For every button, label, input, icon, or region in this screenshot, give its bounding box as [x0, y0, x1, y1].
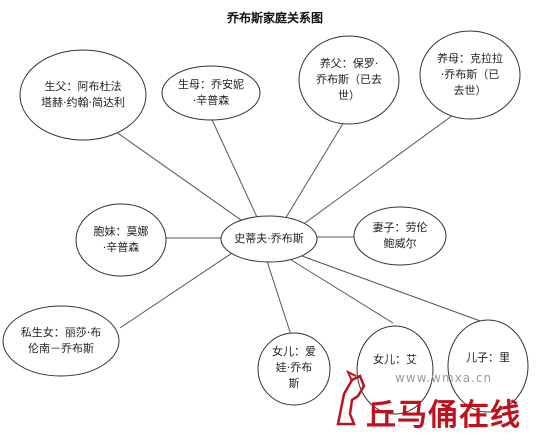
node-sister: 胞妹：莫娜·辛普森: [82, 208, 160, 272]
ellipse-illegitimate-daughter: [2, 305, 120, 377]
node-adoptive-mother: 养母：克拉拉·乔布斯（已去世）: [427, 37, 513, 113]
ellipse-daughter-eve: [257, 332, 331, 406]
connector-illegitimate-daughter: [119, 250, 236, 329]
node-daughter-erin-label: 女儿：艾: [373, 353, 417, 366]
watermark-brand: 丘马俑在线: [366, 398, 521, 433]
node-biological-father-label: 生父：阿布杜法塔赫·约翰·简达利: [41, 80, 125, 109]
ellipse-adoptive-mother: [419, 30, 521, 120]
connector-son-reed: [301, 255, 484, 323]
connector-daughter-erin: [287, 257, 394, 324]
diagram-title: 乔布斯家庭关系图: [226, 11, 323, 25]
ellipse-daughter-erin: [356, 325, 434, 415]
ellipse-wife: [353, 206, 447, 266]
ellipse-adoptive-father: [298, 35, 400, 125]
connector-adoptive-mother: [297, 109, 461, 229]
connector-biological-mother: [207, 110, 263, 229]
node-biological-father: 生父：阿布杜法塔赫·约翰·简达利: [30, 58, 136, 132]
node-adoptive-father: 养父：保罗·乔布斯（已去世）: [306, 42, 392, 118]
node-wife: 妻子：劳伦鲍威尔: [360, 212, 440, 260]
ellipse-biological-father: [19, 49, 147, 141]
watermark-url: www.wmxa.cn: [395, 371, 493, 385]
connector-adoptive-father: [281, 111, 351, 225]
node-sister-label: 胞妹：莫娜·辛普森: [93, 225, 149, 254]
node-adoptive-mother-label: 养母：克拉拉·乔布斯（已去世）: [437, 52, 503, 97]
node-illegitimate-daughter: 私生女：丽莎·布伦南－乔布斯: [8, 313, 114, 369]
node-daughter-eve-label: 女儿：爱娃·乔布斯: [272, 345, 316, 390]
node-daughter-erin: 女儿：艾: [360, 342, 430, 378]
node-adoptive-father-label: 养父：保罗·乔布斯（已去世）: [316, 57, 382, 102]
ellipse-son-reed: [447, 319, 529, 413]
ellipse-center: [220, 215, 318, 263]
node-illegitimate-daughter-label: 私生女：丽莎·布伦南－乔布斯: [20, 326, 102, 355]
node-wife-label: 妻子：劳伦鲍威尔: [372, 221, 428, 250]
connector-daughter-eve: [265, 257, 292, 336]
node-center-label: 史蒂夫·乔布斯: [234, 232, 304, 245]
node-daughter-eve: 女儿：爱娃·乔布斯: [262, 337, 326, 399]
node-biological-mother-label: 生母：乔安妮·辛普森: [178, 78, 244, 107]
ellipse-sister: [75, 203, 167, 277]
node-biological-mother: 生母：乔安妮·辛普森: [168, 70, 254, 116]
node-son-reed-label: 儿子：里: [466, 351, 510, 364]
node-center: 史蒂夫·乔布斯: [224, 217, 314, 261]
ellipse-biological-mother: [161, 65, 261, 121]
node-son-reed: 儿子：里: [452, 340, 524, 376]
